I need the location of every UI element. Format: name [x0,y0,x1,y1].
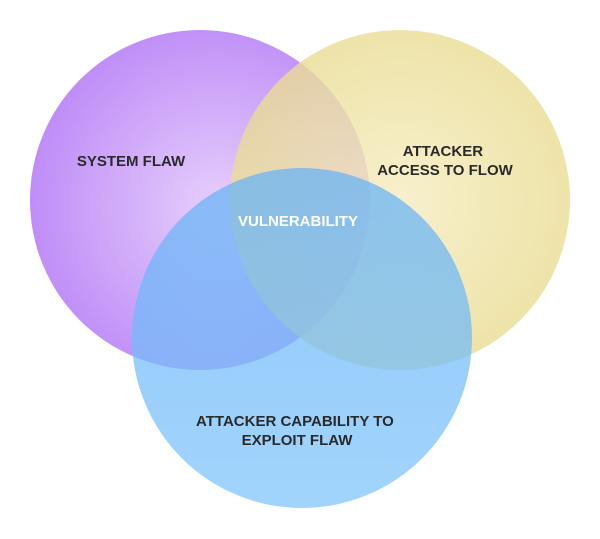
label-system-flaw: SYSTEM FLAW [77,153,186,170]
label-attacker-capability: ATTACKER CAPABILITY TO EXPLOIT FLAW [196,413,398,449]
circle-attacker-capability [132,168,472,508]
label-vulnerability: VULNERABILITY [238,213,358,230]
label-attacker-access: ATTACKER ACCESS TO FLOW [377,143,513,179]
